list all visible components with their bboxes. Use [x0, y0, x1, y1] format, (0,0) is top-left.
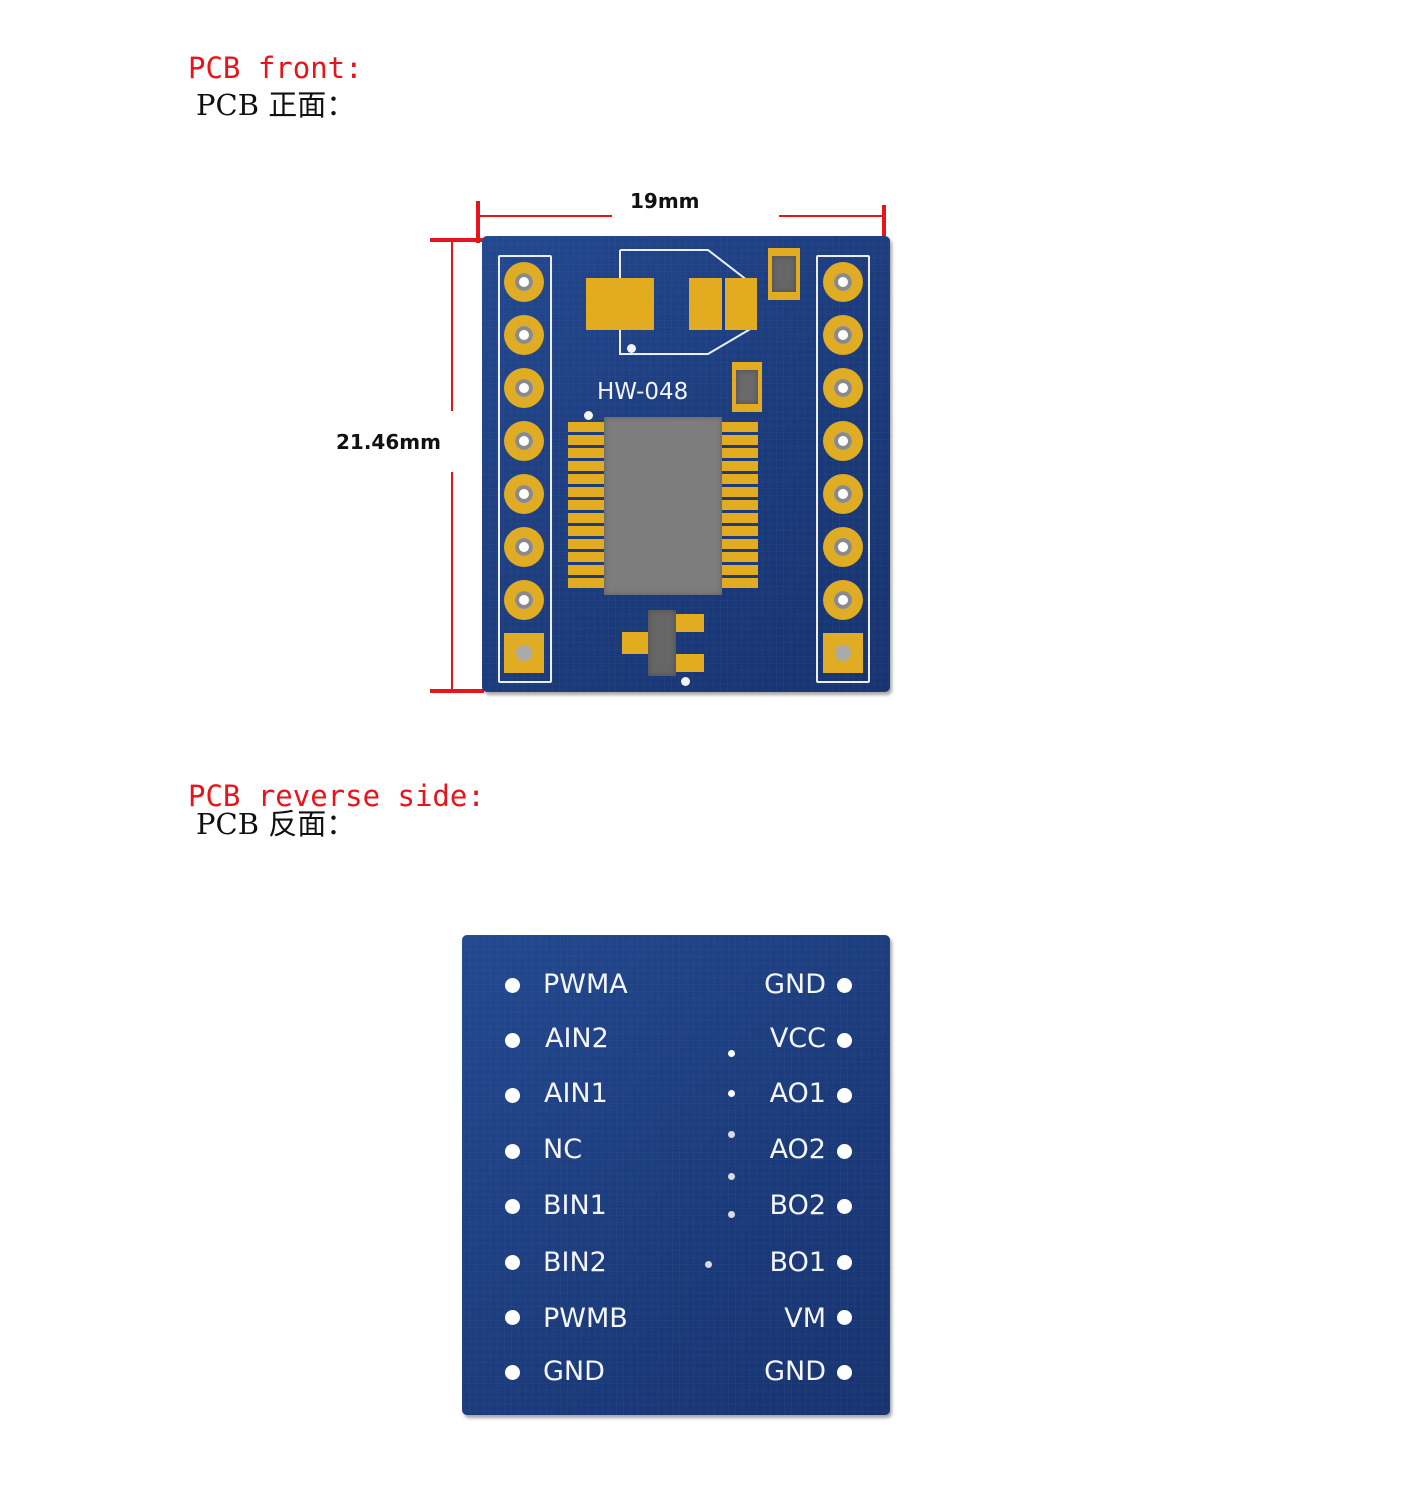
pin-hole	[837, 1199, 852, 1214]
header-pin	[504, 421, 544, 461]
header-pin-square	[823, 633, 863, 673]
driver-ic-chip	[604, 417, 722, 595]
pin-label-left: AIN1	[544, 1078, 608, 1109]
header-pin	[504, 527, 544, 567]
pin-label-left: BIN1	[543, 1190, 607, 1221]
header-pin	[823, 262, 863, 302]
pin-hole	[505, 1255, 520, 1270]
via	[728, 1173, 735, 1180]
height-dimension-label: 21.46mm	[336, 430, 441, 454]
solder-pad	[672, 654, 704, 672]
pin-hole	[505, 1199, 520, 1214]
via	[728, 1050, 735, 1057]
via	[728, 1090, 735, 1097]
pin-label-right: VCC	[769, 1023, 826, 1054]
pin-hole	[837, 1255, 852, 1270]
header-pin	[504, 580, 544, 620]
pin-hole	[837, 1033, 852, 1048]
pin-label-right: GND	[764, 969, 826, 1000]
pin-hole	[505, 978, 520, 993]
resistor-component	[772, 256, 796, 292]
via	[728, 1131, 735, 1138]
width-dimension-label: 19mm	[630, 189, 700, 213]
pin-hole	[837, 1144, 852, 1159]
via	[705, 1261, 712, 1268]
pin-label-left: GND	[543, 1356, 605, 1387]
pin-label-left: AIN2	[545, 1023, 609, 1054]
pin-hole	[505, 1144, 520, 1159]
solder-pad	[586, 278, 654, 330]
front-heading-en: PCB front:	[188, 51, 363, 85]
left-header-outline	[498, 255, 552, 683]
header-pin	[823, 580, 863, 620]
pcb-front-board: HW-048	[482, 236, 890, 692]
pin-hole	[505, 1310, 520, 1325]
pin-hole	[837, 978, 852, 993]
pin-label-right: BO2	[769, 1190, 826, 1221]
capacitor-component	[736, 370, 758, 404]
dimension-lines	[430, 201, 886, 693]
board-silkscreen-label: HW-048	[597, 379, 689, 405]
pcb-back-board: PWMA AIN2 AIN1 NC BIN1 BIN2 PWMB GND GND…	[462, 935, 890, 1415]
pin-hole	[505, 1033, 520, 1048]
ic-pads-right	[718, 422, 758, 588]
header-pin	[823, 527, 863, 567]
header-pin	[823, 474, 863, 514]
via	[627, 344, 636, 353]
pin-label-right: BO1	[769, 1247, 826, 1278]
pin-hole	[837, 1088, 852, 1103]
back-heading-cn: PCB 反面：	[196, 807, 356, 841]
via	[584, 411, 593, 420]
header-pin	[504, 368, 544, 408]
pin-label-right: VM	[784, 1303, 826, 1334]
header-pin	[504, 474, 544, 514]
pin-label-left: BIN2	[543, 1247, 607, 1278]
pin-label-right: AO2	[769, 1134, 826, 1165]
pin-label-right: GND	[764, 1356, 826, 1387]
header-pin-square	[504, 633, 544, 673]
pin-label-left: PWMB	[543, 1303, 628, 1334]
header-pin	[504, 315, 544, 355]
pin-label-left: NC	[543, 1134, 583, 1165]
pin-label-left: PWMA	[543, 969, 628, 1000]
transistor-component	[648, 610, 676, 676]
pin-hole	[505, 1365, 520, 1380]
pin-label-right: AO1	[769, 1078, 826, 1109]
pin-hole	[505, 1088, 520, 1103]
via	[681, 677, 690, 686]
back-heading-en: PCB reverse side:	[188, 779, 485, 813]
pin-hole	[837, 1365, 852, 1380]
pin-hole	[837, 1310, 852, 1325]
right-header-outline	[816, 255, 870, 683]
solder-pad	[622, 632, 652, 654]
front-heading-cn: PCB 正面：	[196, 88, 356, 122]
pad-gap	[722, 278, 725, 330]
header-pin	[823, 421, 863, 461]
ic-pads-left	[568, 422, 608, 588]
header-pin	[504, 262, 544, 302]
header-pin	[823, 315, 863, 355]
solder-pad	[672, 614, 704, 632]
header-pin	[823, 368, 863, 408]
via	[728, 1211, 735, 1218]
